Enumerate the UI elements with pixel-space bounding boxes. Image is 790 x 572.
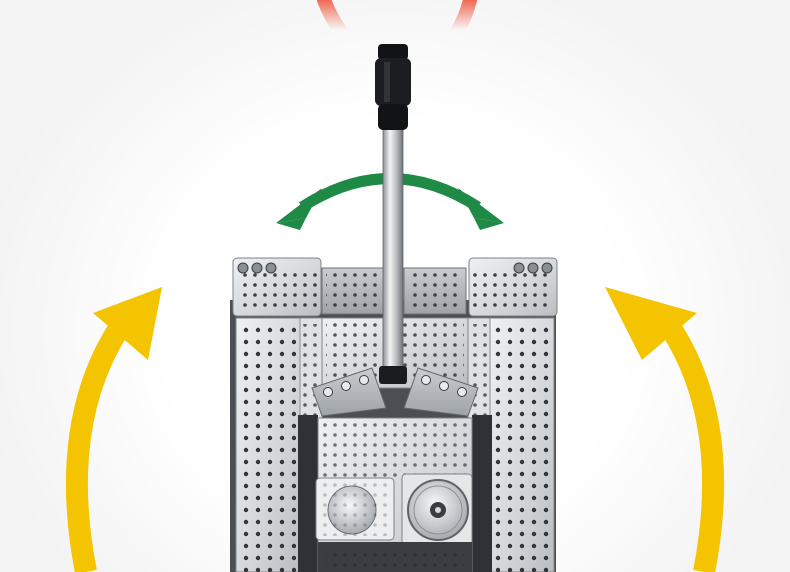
right-gear-wheel (401, 473, 473, 547)
yellow-arrow-left-icon (65, 287, 162, 572)
heat-glow-icon (317, 0, 477, 37)
yellow-arrow-right-icon (605, 287, 725, 572)
joystick-grip (375, 44, 411, 130)
joystick-handle[interactable] (375, 44, 411, 384)
robot-chassis (230, 257, 558, 572)
joystick-pole (382, 125, 404, 375)
joystick-base-collar (379, 366, 407, 384)
